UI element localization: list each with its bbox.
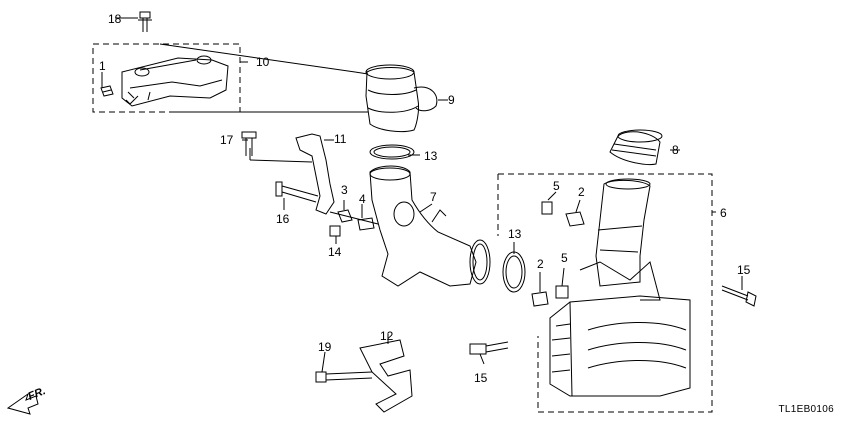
air-duct-lower: [369, 165, 477, 287]
grommet-2-lower: [531, 291, 549, 307]
seal-13-upper: [369, 144, 415, 160]
callout-13-upper: 13: [424, 149, 438, 163]
callout-14: 14: [328, 245, 342, 259]
callout-10: 10: [256, 55, 270, 69]
callout-8: 8: [672, 143, 679, 157]
bracket-11: [295, 133, 335, 215]
callout-19: 19: [318, 340, 332, 354]
grommet-3: [337, 209, 353, 223]
nut-14: [329, 225, 341, 237]
rubber-joint-8: [609, 131, 661, 165]
group-box-6: [498, 173, 713, 413]
collar-4: [357, 217, 375, 231]
callout-7: 7: [430, 190, 437, 204]
grommet-2-upper: [565, 211, 585, 227]
grommet-1: [100, 85, 114, 97]
callout-6: 6: [720, 206, 727, 220]
grommet-5-lower: [555, 285, 569, 299]
callout-4: 4: [359, 192, 366, 206]
callout-17: 17: [220, 133, 234, 147]
bolt-16: [275, 181, 319, 203]
callout-5-upper: 5: [553, 179, 560, 193]
callout-5-lower: 5: [561, 251, 568, 265]
front-arrow: [6, 392, 39, 415]
screw-19: [315, 371, 373, 383]
resonator-cover: [121, 57, 229, 107]
group-box-10: [92, 43, 241, 113]
callout-9: 9: [448, 93, 455, 107]
bolt-15-right: [721, 285, 757, 307]
callout-3: 3: [341, 183, 348, 197]
callout-15-right: 15: [737, 263, 751, 277]
bolt-17: [241, 131, 257, 156]
callout-13-lower: 13: [508, 227, 522, 241]
callout-18: 18: [108, 12, 122, 26]
bracket-12: [359, 339, 413, 413]
callout-2-lower: 2: [537, 257, 544, 271]
air-cleaner-housing: [549, 295, 691, 397]
grommet-5-upper: [541, 201, 553, 215]
diagram-code: TL1EB0106: [778, 404, 834, 415]
air-cleaner-duct: [595, 179, 651, 287]
callout-2-upper: 2: [578, 185, 585, 199]
callout-11: 11: [334, 132, 347, 146]
bolt-18: [138, 11, 152, 32]
callout-12: 12: [380, 329, 394, 343]
bolt-15-left: [469, 341, 509, 355]
air-duct-upper: [365, 67, 419, 133]
callout-1: 1: [99, 59, 106, 73]
callout-16: 16: [276, 212, 290, 226]
callout-15-left: 15: [474, 371, 488, 385]
